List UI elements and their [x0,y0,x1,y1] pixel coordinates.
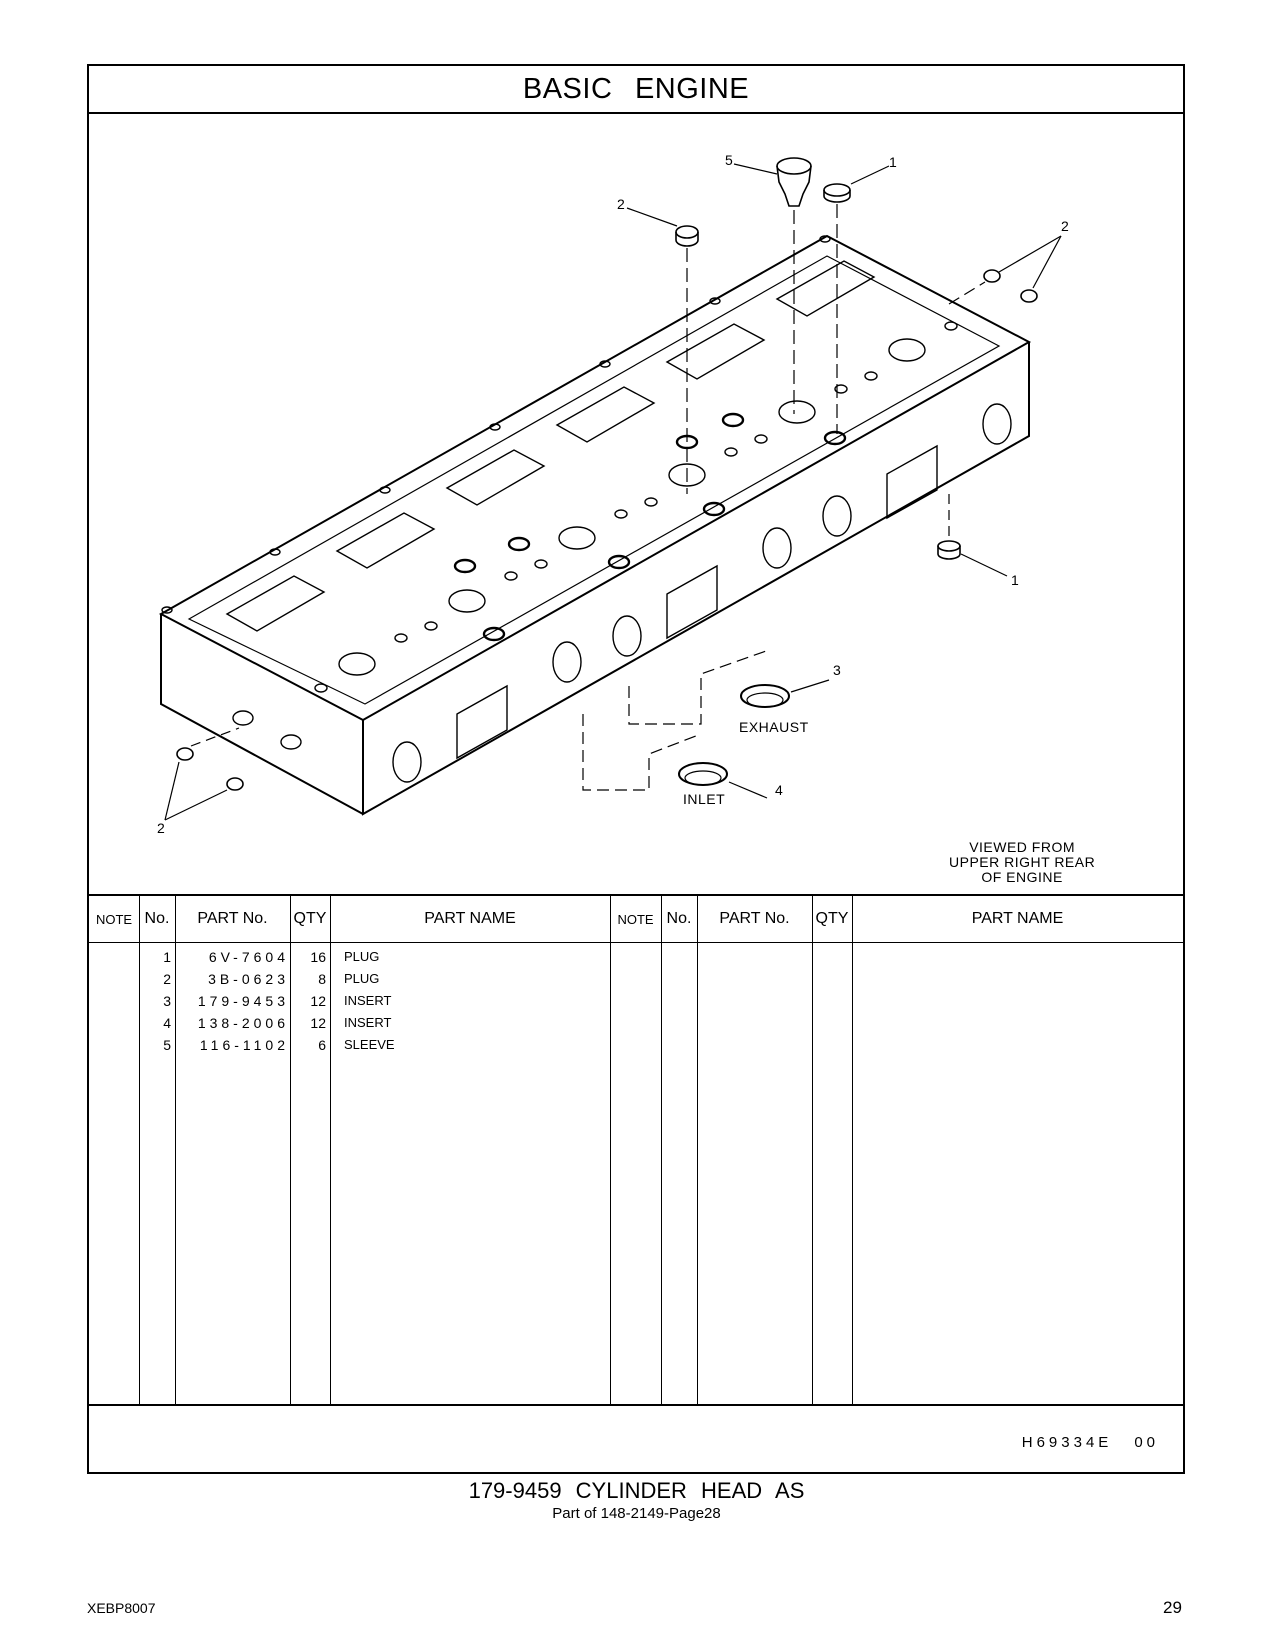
callout-2-top: 2 [617,196,625,212]
callout-4: 4 [775,782,783,798]
callout-3: 3 [833,662,841,678]
deck-holes [314,321,958,693]
bolt-bosses [161,235,831,614]
page-title: BASIC ENGINE [89,66,1183,114]
plug-1-side [937,494,1008,577]
page-frame: BASIC ENGINE [87,64,1185,1474]
illustration-revision: 00 [1134,1434,1159,1451]
callout-2-right: 2 [1061,218,1069,234]
sleeve-5 [733,157,812,414]
head-end-face [160,614,364,815]
callout-1-side: 1 [1011,572,1019,588]
plugs-2-left [164,727,244,821]
header-part-no-2: PART No. [719,910,790,927]
document-id: XEBP8007 [87,1600,156,1616]
exploded-view-drawing [158,157,1062,821]
table-row: 1 6V-7604 16 PLUG [163,949,380,965]
side-ports [232,403,1012,783]
header-qty: QTY [293,910,327,927]
inlet-label: INLET [683,791,726,807]
table-row: 2 3B-0623 8 PLUG [163,971,380,987]
header-no-2: No. [666,910,692,927]
header-part-no: PART No. [197,910,268,927]
exhaust-label: EXHAUST [739,719,809,735]
table-row: 3 179-9453 12 INSERT [163,993,392,1009]
illustration-code: H69334E 00 [1022,1434,1159,1451]
header-note: NOTE [95,911,133,927]
header-note-2: NOTE [617,911,654,927]
group-subtitle: Part of 148-2149-Page28 [552,1505,721,1522]
header-no: No. [144,910,170,927]
group-title: 179-9459 CYLINDER HEAD AS [468,1478,805,1503]
cylinder-head-illustration: 5 1 2 2 1 3 4 2 EXHAUST INLET VIEWED FRO… [89,114,1183,894]
header-part-name-2: PART NAME [971,910,1064,927]
plugs-2-right [948,235,1062,305]
head-front-face [362,342,1030,816]
header-qty-2: QTY [815,910,849,927]
illustration-id: H69334E [1021,1434,1113,1451]
page-number: 29 [1163,1598,1182,1617]
callout-1-top: 1 [889,154,897,170]
callout-2-left: 2 [157,820,165,836]
insert-3-exhaust [628,649,830,725]
plug-1-top [823,165,890,434]
head-top-outline [158,234,1032,722]
view-orientation-note: VIEWED FROM UPPER RIGHT REAR OF ENGINE [949,839,1096,885]
table-row: 4 138-2006 12 INSERT [163,1015,392,1031]
valve-inserts [453,412,847,642]
table-row: 5 116-1102 6 SLEEVE [163,1037,395,1053]
callout-5: 5 [725,152,733,168]
plug-2-top [626,207,699,494]
rocker-pockets [225,260,876,632]
header-part-name: PART NAME [424,910,516,927]
insert-4-inlet [582,714,768,799]
parts-table: NOTE No. PART No. QTY PART NAME NOTE No.… [89,894,1183,1406]
